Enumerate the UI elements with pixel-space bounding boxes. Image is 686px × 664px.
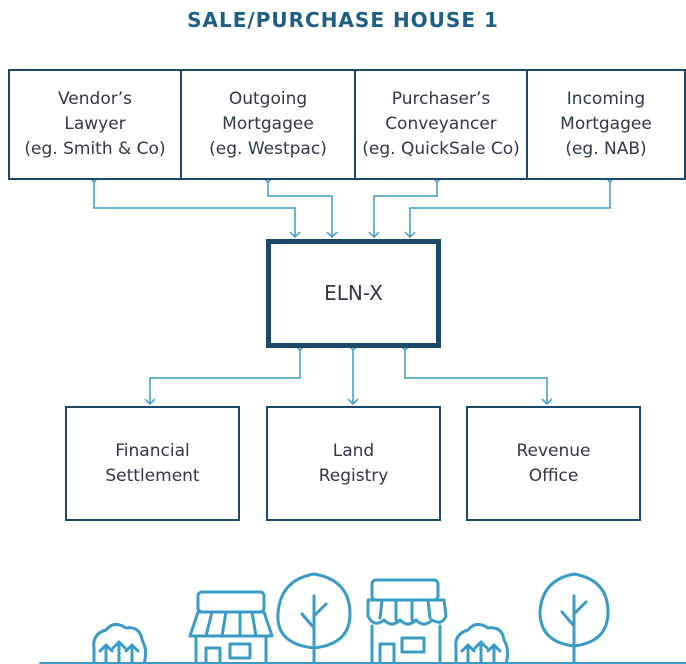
party-example: (eg. NAB)	[565, 139, 647, 159]
town-illustration	[39, 572, 686, 664]
arrow-financial-settlement	[144, 344, 306, 406]
service-label: Revenue	[516, 440, 591, 461]
service-box-revenue-office: Revenue Office	[466, 406, 641, 521]
arrow-outgoing-mortgagee	[262, 176, 338, 239]
party-example: (eg. Westpac)	[209, 139, 327, 159]
party-label: Vendor’s	[58, 89, 132, 109]
party-example: (eg. QuickSale Co)	[362, 139, 520, 159]
service-label: Land	[332, 440, 375, 461]
arrow-purchasers-conveyancer	[368, 176, 443, 239]
arrow-incoming-mortgagee	[404, 176, 616, 239]
service-label: Registry	[318, 465, 389, 486]
arrow-revenue-office	[399, 344, 553, 406]
tree-icon	[276, 572, 352, 664]
service-label: Financial	[115, 440, 190, 461]
party-label: Purchaser’s	[391, 89, 491, 109]
party-label: Mortgagee	[222, 114, 314, 134]
shop-icon	[188, 590, 274, 664]
party-box-incoming-mortgagee: Incoming Mortgagee (eg. NAB)	[526, 69, 686, 180]
eln-hub-box: ELN-X	[266, 239, 441, 348]
service-label: Settlement	[105, 465, 200, 486]
hub-label: ELN-X	[324, 281, 383, 305]
party-box-outgoing-mortgagee: Outgoing Mortgagee (eg. Westpac)	[180, 69, 356, 180]
service-box-financial-settlement: Financial Settlement	[65, 406, 240, 521]
arrow-vendors-lawyer	[88, 176, 301, 239]
party-box-purchasers-conveyancer: Purchaser’s Conveyancer (eg. QuickSale C…	[354, 69, 528, 180]
shop-icon	[366, 578, 448, 664]
service-label: Office	[528, 465, 579, 486]
party-example: (eg. Smith & Co)	[24, 139, 166, 159]
party-label: Mortgagee	[560, 114, 652, 134]
diagram-title: SALE/PURCHASE HOUSE 1	[187, 8, 499, 32]
service-box-land-registry: Land Registry	[266, 406, 441, 521]
bush-icon	[92, 623, 148, 664]
party-label: Conveyancer	[385, 114, 497, 134]
party-label: Lawyer	[64, 114, 126, 134]
bush-icon	[454, 623, 510, 664]
party-label: Incoming	[566, 89, 646, 109]
party-box-vendors-lawyer: Vendor’s Lawyer (eg. Smith & Co)	[8, 69, 182, 180]
party-label: Outgoing	[228, 89, 308, 109]
tree-icon	[538, 572, 610, 664]
